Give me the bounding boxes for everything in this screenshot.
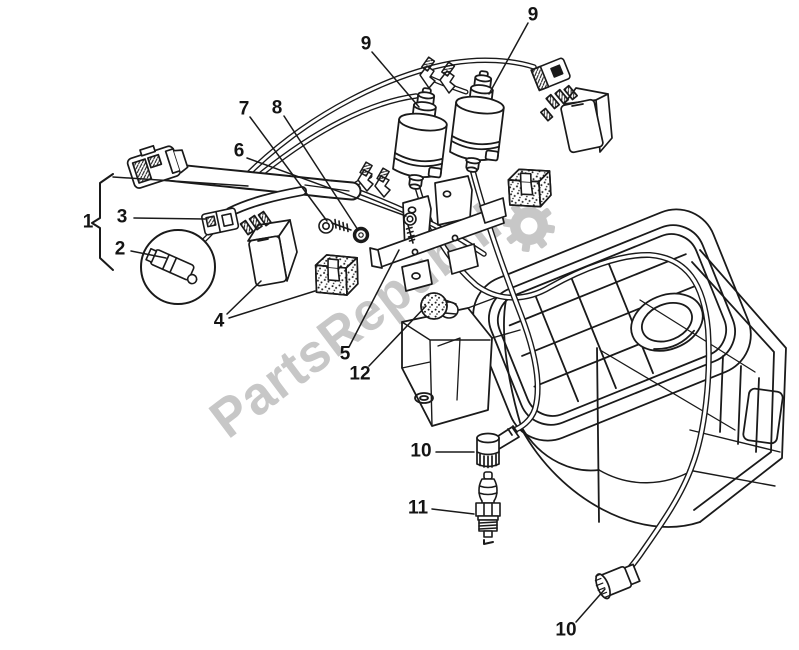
callout-leader-6 [246, 157, 407, 217]
callout-label-spark-plug-cap: 10 [555, 620, 576, 641]
callout-1-bracket [91, 173, 114, 271]
rubber-mount-left [314, 254, 359, 296]
rubber-mount-right [507, 168, 552, 208]
spade-terminal-icons [357, 56, 456, 198]
callout-label-washer: 8 [272, 98, 283, 119]
callout-leader-3 [133, 217, 206, 220]
callout-leader-1 [112, 176, 249, 187]
callout-leader-4 [228, 290, 316, 319]
callout-label-spark-plug: 11 [408, 498, 429, 519]
callout-leader-10 [575, 588, 606, 623]
connector-top-right [530, 57, 571, 92]
callout-label-fuse: 2 [115, 239, 126, 260]
callout-leader-2 [130, 250, 167, 259]
callout-label-harness-connector: 3 [117, 207, 128, 228]
callout-leader-12 [368, 305, 427, 367]
callout-label-spark-plug-cap: 10 [410, 441, 431, 462]
relay-right [539, 84, 613, 154]
relay-left [239, 210, 298, 287]
callout-leader-8 [283, 115, 359, 231]
callout-leader-5 [348, 249, 400, 348]
callout-label-relay-and-rubber-mount: 4 [214, 311, 225, 332]
ignition-coil-right [447, 67, 509, 176]
rubber-bumper [420, 292, 459, 320]
washer-8 [352, 226, 370, 244]
callout-label-rubber-bumper: 12 [349, 364, 370, 385]
callout-label-screw: 6 [234, 141, 245, 162]
coil-mounting-bracket [369, 175, 507, 292]
callout-label-screw: 7 [239, 99, 250, 120]
callout-leader-11 [431, 508, 475, 515]
callout-label-ignition-coil: 9 [528, 5, 539, 26]
connector-3 [201, 207, 240, 236]
screw-6 [403, 212, 417, 244]
spark-plug-cap-lower [594, 563, 641, 600]
callout-label-mounting-bracket: 5 [340, 344, 351, 365]
screw-7 [318, 218, 352, 234]
callout-leader-9 [488, 22, 529, 95]
harness-connector [126, 144, 189, 189]
callout-label-wiring-harness: 1 [83, 212, 94, 233]
spark-plug [475, 471, 501, 545]
spark-plug-cap-upper [476, 425, 520, 469]
callout-leader-9 [371, 51, 420, 108]
callout-label-ignition-coil: 9 [361, 34, 372, 55]
callout-leader-4 [226, 280, 262, 315]
fuse-detail-circle [140, 229, 216, 305]
callout-leader-7 [249, 116, 328, 222]
